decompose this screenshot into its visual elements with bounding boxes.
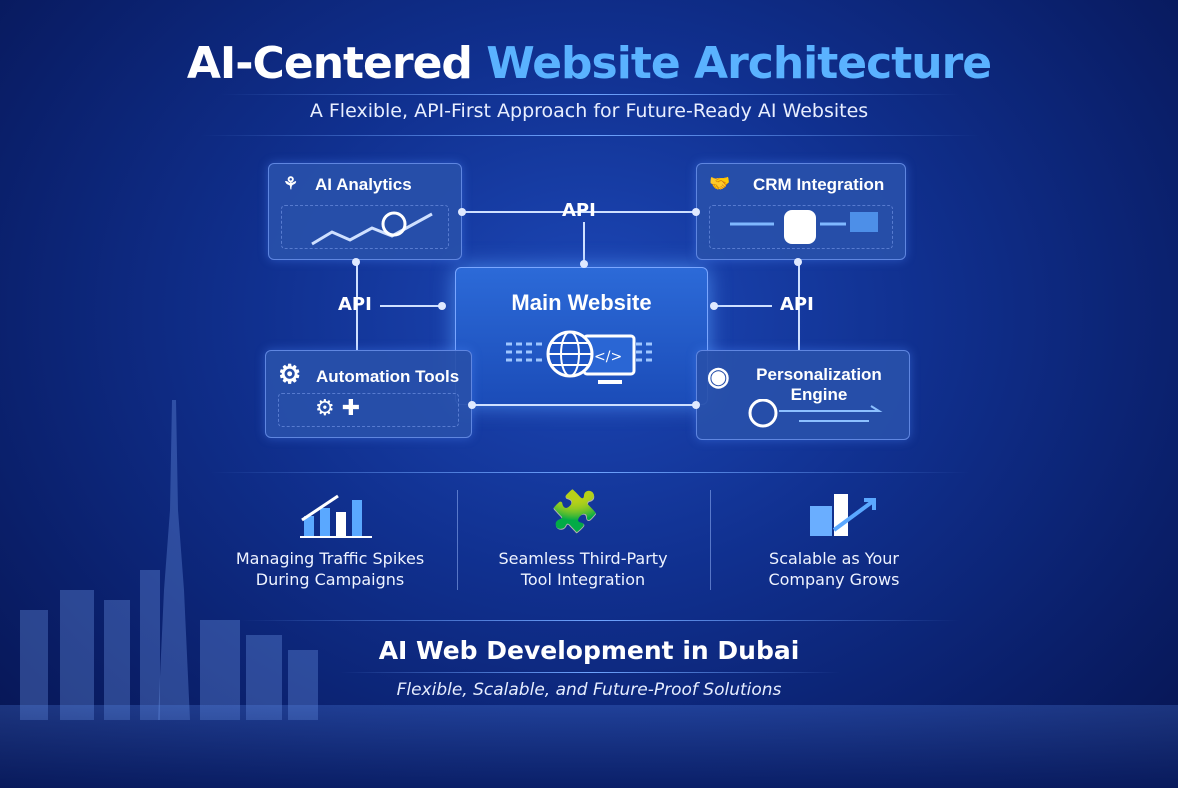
feature-text: Company Grows xyxy=(768,570,900,589)
feature-text: Scalable as Your xyxy=(769,549,899,568)
connector-dot xyxy=(352,258,360,266)
bar-chart-growth-icon xyxy=(300,494,372,538)
page-title: AI-Centered Website Architecture xyxy=(0,38,1178,89)
puzzle-icon: 🧩 xyxy=(550,489,600,535)
api-label-left: API xyxy=(338,294,372,315)
user-profile-icon: ◉ xyxy=(707,361,730,391)
chart-magnifier-icon xyxy=(311,211,433,246)
connector-dot xyxy=(468,401,476,409)
connector-dot xyxy=(580,260,588,268)
node-automation-tools: ⚙ Automation Tools ⚙ ✚ xyxy=(265,350,472,438)
footer-tagline: Flexible, Scalable, and Future-Proof Sol… xyxy=(396,680,782,700)
handshake-icon: 🤝 xyxy=(709,174,731,193)
svg-text:</>: </> xyxy=(594,349,622,365)
subtitle-divider xyxy=(200,135,980,136)
api-label-right: API xyxy=(780,294,814,315)
feature-text: Seamless Third-Party xyxy=(498,549,668,568)
user-arrow-icon xyxy=(748,398,883,428)
footer-heading: AI Web Development in Dubai xyxy=(378,636,800,665)
analytics-icon: ⚘ xyxy=(283,174,299,193)
footer-divider xyxy=(340,672,840,673)
connector-top xyxy=(462,211,696,213)
connector-dot xyxy=(692,401,700,409)
connector-left-h xyxy=(380,305,442,307)
feature-text: Tool Integration xyxy=(520,570,646,589)
building-growth-icon xyxy=(810,494,876,536)
connector-left xyxy=(356,262,358,350)
node-label: CRM Integration xyxy=(753,175,885,194)
title-divider xyxy=(220,94,960,95)
feature-text: Managing Traffic Spikes xyxy=(235,549,425,568)
connector-dot xyxy=(692,208,700,216)
gear-puzzle-icon: ⚙ ✚ xyxy=(315,396,361,421)
node-label: AI Analytics xyxy=(315,175,412,194)
gear-icon: ⚙ xyxy=(278,359,302,389)
subtitle: A Flexible, API-First Approach for Futur… xyxy=(309,100,869,122)
node-personalization-engine: ◉ Personalization Engine xyxy=(696,350,910,440)
node-ai-analytics: ⚘ AI Analytics xyxy=(268,163,462,260)
main-website-label: Main Website xyxy=(511,290,652,315)
globe-monitor-icon: </> xyxy=(506,330,656,384)
water-reflection xyxy=(0,705,1178,788)
node-crm-integration: 🤝 CRM Integration xyxy=(696,163,906,260)
connector-bottom xyxy=(472,404,696,406)
footer-divider-top xyxy=(240,620,960,621)
section-divider xyxy=(210,472,970,473)
feature-text: During Campaigns xyxy=(255,570,405,589)
connector-top-down xyxy=(583,222,585,264)
connector-dot xyxy=(438,302,446,310)
title-part-white: AI-Centered xyxy=(186,38,487,89)
feature-separator xyxy=(457,490,458,590)
connector-dot xyxy=(710,302,718,310)
connector-dot xyxy=(794,258,802,266)
title-part-highlight: Website Architecture xyxy=(486,38,992,89)
connector-right-h xyxy=(716,305,772,307)
database-sync-icon xyxy=(730,210,878,244)
connector-right xyxy=(798,262,800,350)
connector-dot xyxy=(458,208,466,216)
feature-separator xyxy=(710,490,711,590)
node-label: Personalization Engine xyxy=(756,365,882,404)
api-label-top: API xyxy=(562,200,596,221)
node-main-website: Main Website </> xyxy=(455,267,708,405)
node-label: Automation Tools xyxy=(316,367,460,386)
